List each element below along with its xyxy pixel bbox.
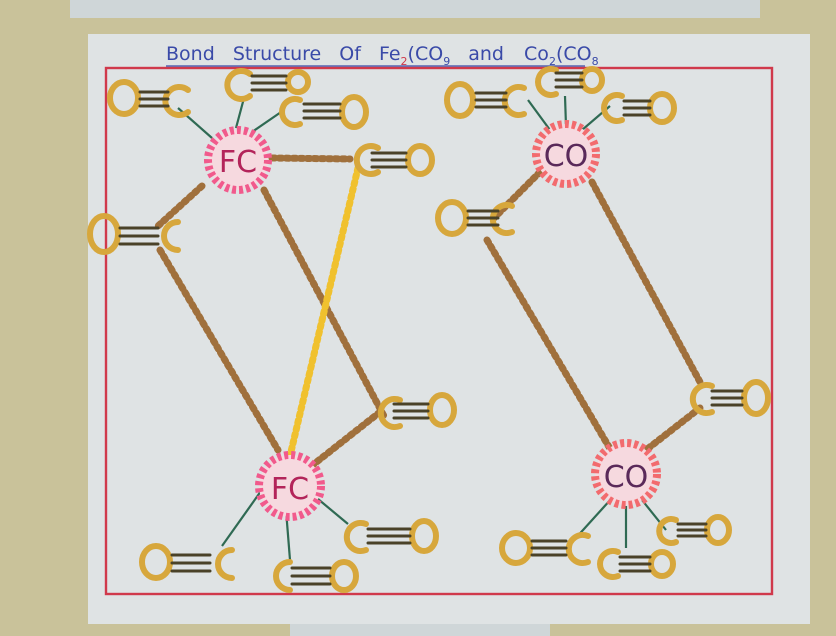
ligand-co bbox=[377, 392, 457, 430]
poster-bottom-strip bbox=[290, 624, 550, 636]
svg-text:FC: FC bbox=[271, 472, 309, 507]
ligand-co bbox=[87, 213, 181, 255]
ligand-co bbox=[597, 548, 676, 580]
ligand-co bbox=[224, 68, 311, 102]
ligand-co bbox=[656, 514, 732, 546]
ligand-co bbox=[343, 518, 439, 554]
ligand-co bbox=[444, 81, 527, 119]
atom-fe-bottom: FC bbox=[255, 451, 325, 521]
svg-text:CO: CO bbox=[544, 139, 589, 174]
svg-text:CO: CO bbox=[604, 460, 649, 495]
atom-co-top: CO bbox=[532, 120, 600, 188]
co-ligands bbox=[87, 66, 771, 593]
poster-border bbox=[104, 66, 774, 596]
poster-top-strip bbox=[70, 0, 760, 18]
ligand-co bbox=[689, 379, 771, 417]
ligand-co bbox=[107, 79, 191, 118]
ligand-co bbox=[499, 530, 591, 566]
atom-co-bottom: CO bbox=[591, 439, 661, 509]
ligand-co bbox=[435, 199, 515, 237]
atom-fe-top: FC bbox=[204, 126, 272, 194]
co-bead-chains bbox=[483, 168, 704, 456]
ligand-co bbox=[535, 66, 605, 98]
ligand-co bbox=[601, 91, 677, 125]
ligand-co bbox=[139, 543, 235, 581]
ligand-co bbox=[279, 94, 369, 130]
ligand-co bbox=[353, 143, 435, 177]
ligand-co bbox=[273, 559, 359, 593]
fe-fe-bond bbox=[286, 164, 362, 460]
svg-text:FC: FC bbox=[219, 145, 257, 180]
poster-title: Bond Structure Of Fe2(CO9 and Co2(CO8 bbox=[166, 43, 599, 70]
